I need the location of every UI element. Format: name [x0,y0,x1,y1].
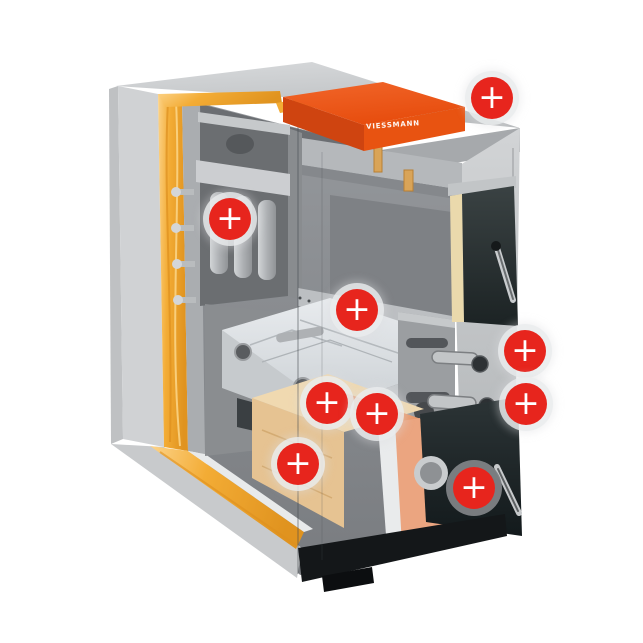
bolt-stem-1 [174,189,194,195]
bolt-head-1 [171,187,181,197]
bolt-stem-3 [175,261,195,267]
bottom-inner-band [188,451,313,532]
plus-icon: + [363,393,391,432]
hotspot-button-5[interactable]: + [505,383,547,425]
ash-chamber-door [420,397,522,536]
upper-door-frame [448,176,516,196]
lower-door-handle-shade [497,468,519,512]
top-duct-shadow [302,165,462,200]
damper-panel-top-edge [398,312,455,328]
lever-knob-1 [471,355,489,373]
chamber-rim [198,112,290,135]
insulation-grain-1 [165,101,172,443]
hotspot-button-7[interactable]: + [356,393,398,435]
hotspot-button-1[interactable]: + [471,77,513,119]
hotspot-button-9[interactable]: + [453,467,495,509]
base-foot [322,567,374,592]
dot-2 [307,299,311,303]
plus-icon: + [511,330,539,369]
bolt-head-2 [171,223,181,233]
damper-slot-1 [406,338,448,348]
control-unit-top [283,82,465,125]
control-unit-left-face [283,97,364,151]
heat-exchanger-flange [196,160,290,196]
insulation-layer-top [158,91,282,107]
upper-door-handle-mount [491,241,501,251]
cast-block-handle [276,326,324,343]
base-plinth [298,514,507,582]
brand-logo: VIESSMANN [366,119,420,131]
cast-block-crease-3 [261,339,393,363]
left-wall-outer-band [118,86,164,447]
plus-icon: + [216,198,244,237]
cast-block-crease-1 [249,329,343,347]
left-wall-outer-edge [109,86,123,444]
hotspot-button-3[interactable]: + [336,289,378,331]
plus-icon: + [343,289,371,328]
plus-icon: + [478,77,506,116]
insulation-layer-vertical [158,94,188,451]
cast-block-port-1 [234,343,252,361]
insulation-bottom-grain [159,451,297,546]
flue-chamber-side-wall [288,128,302,300]
upper-door-handle-shade [497,249,514,300]
flue-opening [226,134,254,154]
heat-exchanger-tube-3 [258,200,276,280]
bolt-head-3 [172,259,182,269]
plus-icon: + [512,383,540,422]
hotspot-button-8[interactable]: + [277,443,319,485]
control-unit-front-face [364,107,465,151]
mid-right-wall [330,195,452,318]
plus-icon: + [460,467,488,506]
chamber-lining-outer-band [378,422,404,549]
bottom-casing-wedge [111,444,302,578]
hotspot-button-2[interactable]: + [209,198,251,240]
wood-strip-2 [403,169,414,192]
bolt-stem-2 [174,225,194,231]
hotspot-button-4[interactable]: + [504,330,546,372]
bolt-stem-4 [176,297,196,303]
plus-icon: + [284,443,312,482]
plus-icon: + [313,382,341,421]
insulation-grain-2 [174,99,181,447]
hotspot-button-6[interactable]: + [306,382,348,424]
dot-1 [298,296,302,300]
bolt-head-4 [173,295,183,305]
wall-bolts [171,187,196,305]
upper-loading-door [462,186,518,326]
left-wall-inner-band [182,99,205,454]
flue-duct-bore [420,462,442,484]
upper-door-insulation-edge [450,194,464,322]
